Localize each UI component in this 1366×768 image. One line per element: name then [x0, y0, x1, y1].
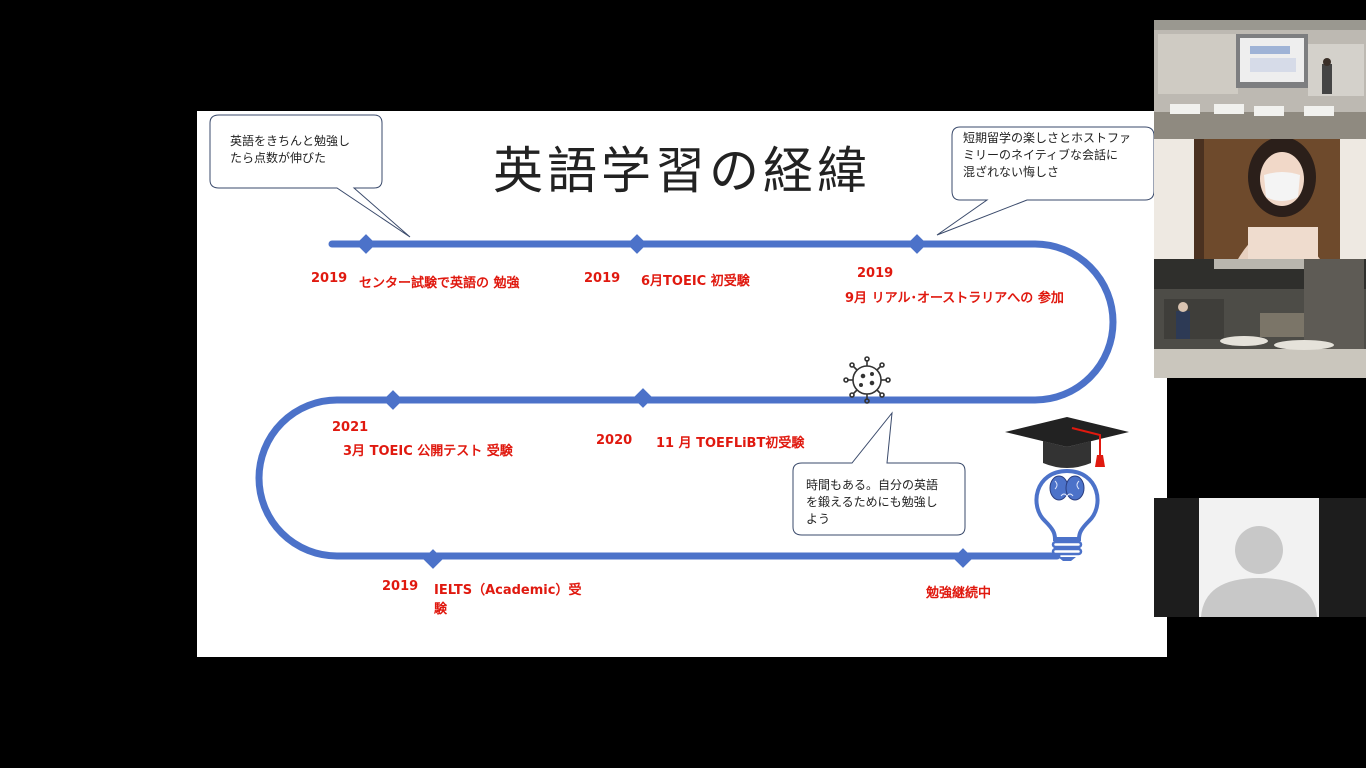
speech-bubble-1 — [209, 114, 411, 238]
event-year: 2019 — [311, 271, 348, 286]
event-label: 勉強継続中 — [926, 586, 992, 601]
speech-bubble-text-3: 時間もある。自分の英語 を鍛えるためにも勉強し よう — [806, 477, 938, 528]
event-year: 2019 — [857, 266, 894, 281]
bubble-line: たら点数が伸びた — [230, 151, 327, 165]
avatar — [1199, 498, 1319, 617]
timeline-marker — [356, 234, 376, 254]
event-year: 2019 — [382, 579, 419, 594]
virus-icon — [843, 356, 891, 404]
speech-bubble-3 — [792, 411, 966, 536]
lobby-video[interactable] — [1154, 259, 1366, 378]
timeline-marker — [953, 548, 973, 568]
timeline-marker — [907, 234, 927, 254]
event-year: 2021 — [332, 420, 369, 435]
slide-title: 英語学習の経緯 — [493, 142, 871, 200]
avatar-placeholder-video[interactable] — [1154, 498, 1366, 617]
event-label: IELTS（Academic）受 — [434, 583, 582, 598]
event-label: 9月 リアル･オーストラリアへの 参加 — [845, 291, 1064, 306]
event-label: センター試験で英語の 勉強 — [359, 276, 520, 291]
bubble-line: 混ざれない悔しさ — [963, 165, 1060, 179]
speech-bubble-text-1: 英語をきちんと勉強し たら点数が伸びた — [230, 133, 350, 167]
timeline-track — [209, 114, 1155, 569]
masked-student-scene — [1154, 139, 1366, 259]
event-year: 2020 — [596, 433, 633, 448]
presentation-slide: 英語学習の経緯 英語をきちんと勉強し たら点数が伸びた 短期留学の楽しさとホスト… — [197, 111, 1167, 657]
classroom-video[interactable] — [1154, 20, 1366, 139]
event-label-cont: 験 — [434, 602, 448, 617]
classroom-scene — [1154, 20, 1366, 139]
timeline-marker — [423, 549, 443, 569]
graduation-cap-icon — [1005, 417, 1129, 468]
bubble-line: 時間もある。自分の英語 — [806, 478, 939, 492]
timeline-marker — [627, 234, 647, 254]
event-year: 2019 — [584, 271, 621, 286]
bubble-line: 短期留学の楽しさとホストファ — [963, 131, 1132, 145]
lobby-scene — [1154, 259, 1366, 378]
bubble-line: よう — [806, 512, 831, 526]
event-label: 3月 TOEIC 公開テスト 受験 — [343, 444, 513, 459]
speech-bubble-2 — [936, 126, 1155, 236]
event-label: 11 月 TOEFLiBT初受験 — [656, 436, 805, 451]
timeline-marker — [383, 390, 403, 410]
bubble-line: を鍛えるためにも勉強し — [806, 495, 938, 509]
timeline-marker — [633, 388, 653, 408]
event-label: 6月TOEIC 初受験 — [641, 274, 750, 289]
masked-student-video[interactable] — [1154, 139, 1366, 259]
brain-icon — [1049, 475, 1085, 501]
bubble-line: ミリーのネイティブな会話に — [963, 148, 1119, 162]
speech-bubble-text-2: 短期留学の楽しさとホストファ ミリーのネイティブな会話に 混ざれない悔しさ — [963, 130, 1131, 181]
bubble-line: 英語をきちんと勉強し — [230, 134, 351, 148]
